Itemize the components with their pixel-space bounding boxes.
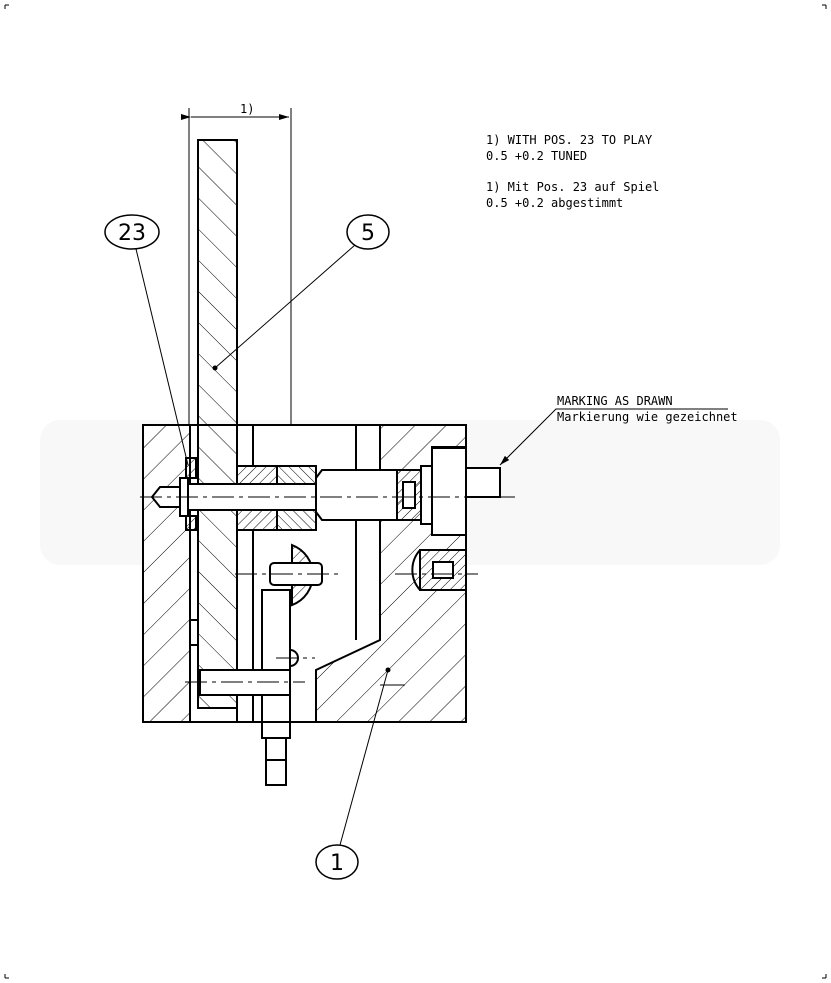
center-lines: [140, 496, 515, 683]
locking-pin: [269, 543, 466, 607]
note-en-line2: 0.5 +0.2 TUNED: [486, 149, 587, 163]
marking-de: Markierung wie gezeichnet: [557, 410, 738, 424]
balloon-23: 23: [104, 214, 160, 250]
notes: 1) WITH POS. 23 TO PLAY 0.5 +0.2 TUNED 1…: [486, 133, 659, 210]
shaft: [261, 589, 299, 786]
marking-en: MARKING AS DRAWN: [557, 394, 673, 408]
note-de-line2: 0.5 +0.2 abgestimmt: [486, 196, 623, 210]
balloon-1: 1: [315, 844, 359, 880]
balloon-label: 1: [330, 851, 344, 876]
note-en-line1: 1) WITH POS. 23 TO PLAY: [486, 133, 653, 147]
balloon-label: 5: [361, 221, 375, 246]
dimension-label: 1): [240, 102, 254, 116]
adjusting-knob: [315, 447, 501, 536]
frame-corner-marks: [4, 4, 827, 979]
balloon-label: 23: [118, 221, 146, 246]
plate-pos-5: [197, 139, 238, 709]
note-de-line1: 1) Mit Pos. 23 auf Spiel: [486, 180, 659, 194]
leader-lines: [135, 244, 728, 846]
balloon-5: 5: [346, 214, 390, 250]
